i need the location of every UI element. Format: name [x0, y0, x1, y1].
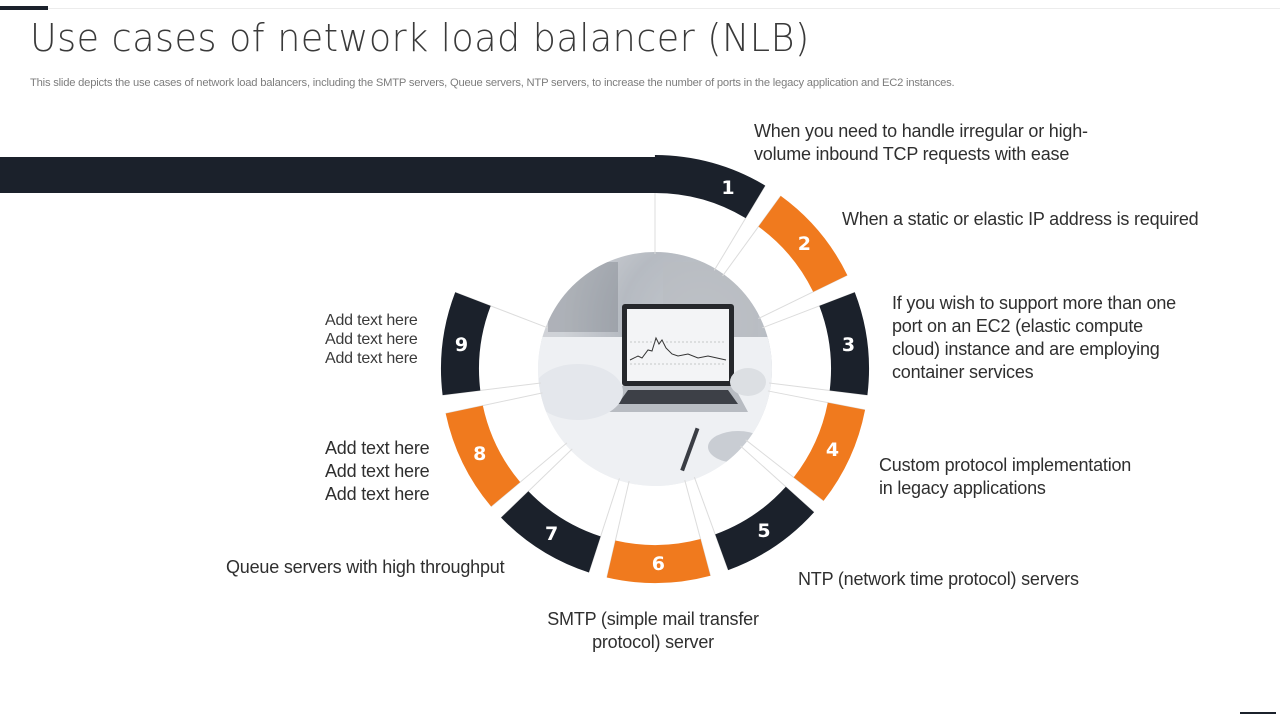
segment-8-label: Add text here Add text here Add text her… — [325, 437, 430, 506]
label-line: Add text here — [325, 438, 430, 458]
segment-7-label: Queue servers with high throughput — [226, 556, 505, 579]
segment-6-number: 6 — [651, 552, 665, 575]
segment-9 — [441, 292, 491, 396]
segment-1 — [655, 155, 766, 219]
segment-2 — [758, 195, 848, 292]
label-line: Queue servers with high throughput — [226, 557, 505, 577]
segment-divider-line — [713, 185, 766, 271]
segment-9-label: Add text here Add text here Add text her… — [325, 311, 418, 368]
segment-9-number: 9 — [454, 334, 469, 357]
label-line: in legacy applications — [879, 478, 1046, 498]
label-line: If you wish to support more than one — [892, 293, 1176, 313]
label-line: container services — [892, 362, 1034, 382]
bottom-accent-bar — [1240, 712, 1276, 714]
segment-7 — [501, 491, 601, 573]
segment-1-label: When you need to handle irregular or hig… — [754, 120, 1088, 166]
segment-4-number: 4 — [825, 438, 840, 461]
segment-divider-line — [769, 382, 868, 396]
segment-divider-line — [606, 480, 630, 578]
segment-1-number: 1 — [721, 177, 735, 200]
segment-divider-line — [722, 195, 782, 277]
label-line: When a static or elastic IP address is r… — [842, 209, 1199, 229]
segment-3 — [819, 292, 869, 396]
slide-title: Use cases of network load balancer (NLB) — [30, 16, 810, 60]
segment-divider-line — [442, 382, 541, 396]
label-line: Add text here — [325, 331, 418, 348]
segment-8 — [445, 405, 521, 507]
segment-7-number: 7 — [545, 523, 559, 546]
label-line: protocol) server — [592, 632, 714, 652]
label-line: Add text here — [325, 312, 418, 329]
label-line: volume inbound TCP requests with ease — [754, 144, 1070, 164]
segment-divider-line — [745, 439, 824, 502]
label-line: When you need to handle irregular or hig… — [754, 121, 1088, 141]
segment-5-number: 5 — [757, 519, 771, 542]
segment-5-label: NTP (network time protocol) servers — [798, 568, 1079, 591]
segment-divider-line — [758, 274, 848, 320]
label-line: cloud) instance and are employing — [892, 339, 1160, 359]
segment-3-label: If you wish to support more than one por… — [892, 292, 1176, 384]
segment-3-number: 3 — [841, 334, 856, 357]
segment-1-connector-bar — [0, 157, 655, 193]
label-line: NTP (network time protocol) servers — [798, 569, 1079, 589]
segment-5 — [715, 486, 815, 571]
top-accent-bar — [0, 6, 48, 10]
label-line: port on an EC2 (elastic compute — [892, 316, 1143, 336]
segment-6 — [606, 539, 711, 583]
segment-divider-line — [684, 479, 711, 576]
segment-4 — [793, 402, 866, 501]
label-line: Custom protocol implementation — [879, 455, 1132, 475]
segment-divider-line — [445, 392, 543, 414]
segment-8-number: 8 — [473, 443, 487, 466]
segment-6-label: SMTP (simple mail transfer protocol) ser… — [522, 608, 784, 654]
segment-divider-line — [490, 442, 568, 507]
top-divider — [48, 8, 1280, 9]
label-line: Add text here — [325, 461, 430, 481]
segment-4-label: Custom protocol implementation in legacy… — [879, 454, 1131, 500]
label-line: Add text here — [325, 350, 418, 367]
slide-subtitle: This slide depicts the use cases of netw… — [30, 77, 955, 89]
label-line: Add text here — [325, 484, 430, 504]
segment-2-number: 2 — [797, 232, 811, 255]
segment-2-label: When a static or elastic IP address is r… — [842, 208, 1199, 231]
label-line: SMTP (simple mail transfer — [547, 609, 759, 629]
segment-divider-line — [767, 390, 866, 411]
